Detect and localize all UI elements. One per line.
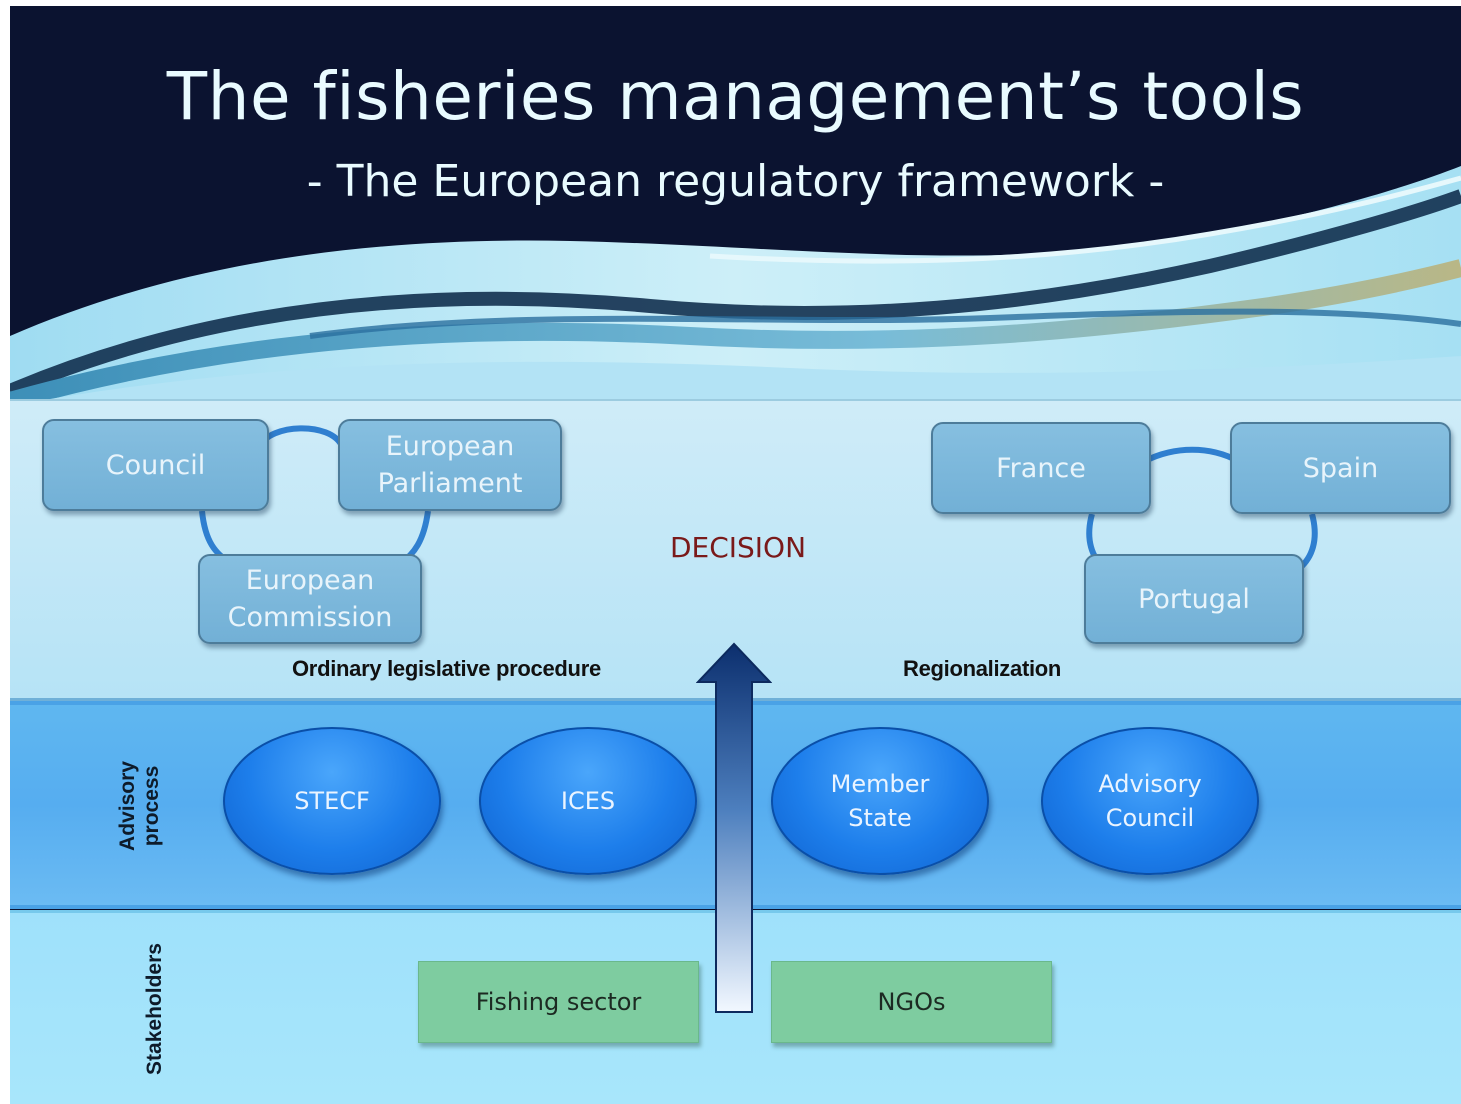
- member-state-ellipse: Member State: [771, 727, 989, 875]
- european-commission-box: European Commission: [198, 554, 422, 644]
- ices-ellipse: ICES: [479, 727, 697, 875]
- portugal-box: Portugal: [1084, 554, 1304, 644]
- page-title: The fisheries management’s tools: [166, 58, 1305, 135]
- header-wave-art: [10, 6, 1461, 406]
- upward-arrow-icon: [696, 642, 772, 1013]
- advisory-council-ellipse: Advisory Council: [1041, 727, 1259, 875]
- european-parliament-box: European Parliament: [338, 419, 562, 511]
- france-box: France: [931, 422, 1151, 514]
- ordinary-procedure-caption: Ordinary legislative procedure: [292, 656, 601, 681]
- page-subtitle: - The European regulatory framework -: [306, 156, 1165, 207]
- stakeholders-side-label: Stakeholders: [143, 943, 166, 1075]
- advisory-process-side-label: Advisory process: [116, 761, 163, 851]
- spain-box: Spain: [1230, 422, 1451, 514]
- regionalization-caption: Regionalization: [903, 656, 1062, 681]
- slide: The fisheries management’s tools - The E…: [10, 6, 1461, 1104]
- fishing-sector-box: Fishing sector: [418, 961, 699, 1043]
- stecf-ellipse: STECF: [223, 727, 441, 875]
- council-box: Council: [42, 419, 269, 511]
- decision-label: DECISION: [669, 531, 807, 564]
- ngos-box: NGOs: [771, 961, 1052, 1043]
